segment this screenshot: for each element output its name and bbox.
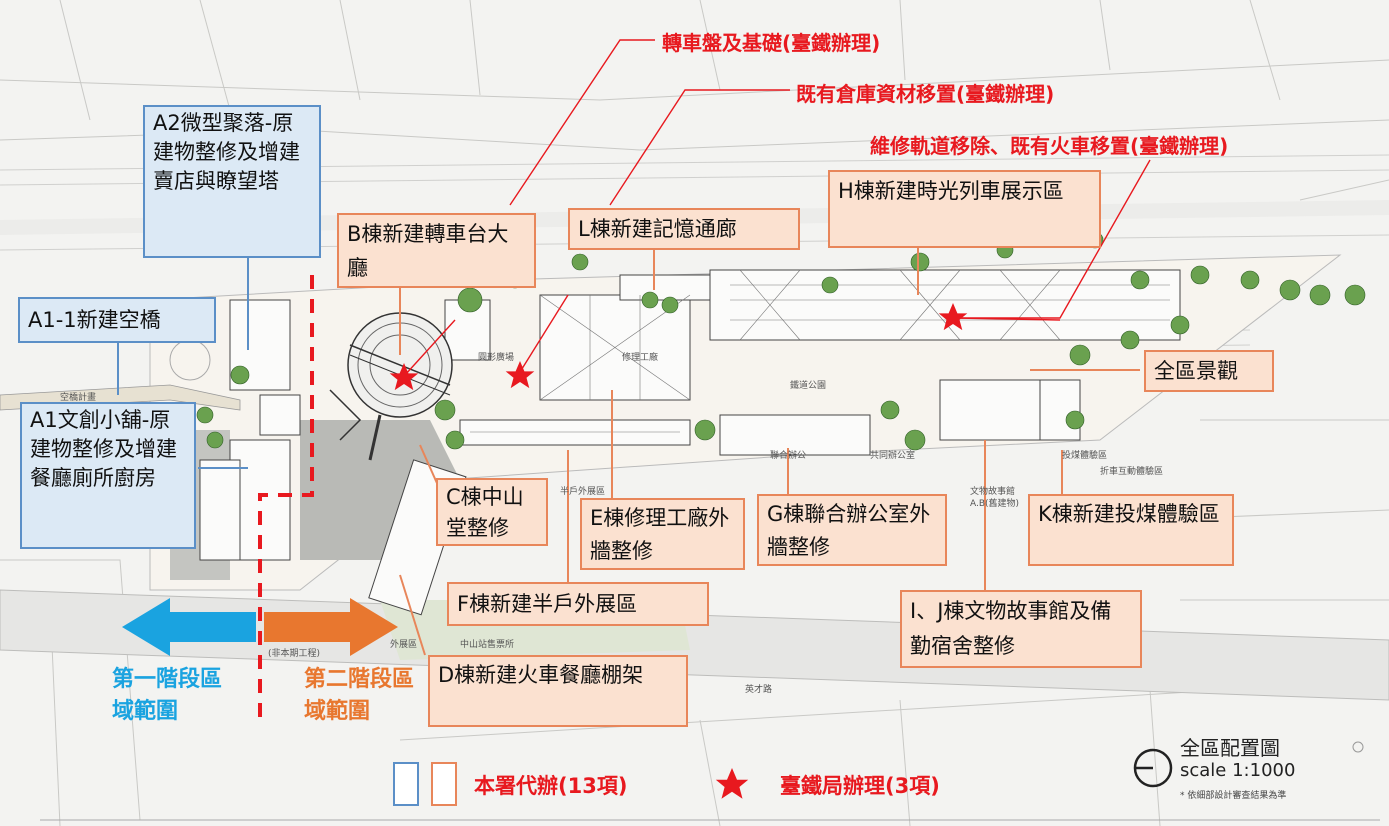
scale-value: scale 1:1000: [1180, 760, 1296, 781]
scale-title: 全區配置圖: [1180, 736, 1280, 760]
map-text-outdoor-area: 外展區: [390, 640, 418, 650]
label-warehouse-tra: 既有倉庫資材移置(臺鐵辦理): [796, 82, 1055, 106]
map-text-joint-office: 共同辦公室: [870, 451, 916, 461]
legend-star-icon: [715, 768, 749, 799]
legend-blue-square: [393, 762, 419, 806]
legend-agency-label: 本署代辦(13項): [474, 774, 628, 798]
blue-leader-lines: [117, 258, 249, 469]
star-track-icon: [938, 303, 968, 331]
map-text-skybridge: 空橋計畫: [60, 393, 97, 403]
orange-leader-lines: [399, 248, 1140, 656]
box-a1-creative-shop: A1文創小舖-原建物整修及增建餐廳廁所廚房: [20, 402, 196, 549]
box-k-coal-experience: K棟新建投煤體驗區: [1028, 494, 1234, 566]
map-text-not-this-phase: (非本期工程): [268, 649, 321, 659]
box-b-turntable-hall: B棟新建轉車台大廳: [337, 213, 536, 288]
map-text-half-outdoor: 半戶外展區: [560, 487, 606, 497]
buildings: [199, 269, 1181, 616]
star-warehouse-icon: [505, 361, 535, 389]
box-e-repair-factory: E棟修理工廠外牆整修: [580, 498, 745, 570]
map-text-repair-shop: 修理工廠: [622, 353, 659, 363]
box-h-time-train: H棟新建時光列車展示區: [828, 170, 1101, 248]
box-l-memory-corridor: L棟新建記憶通廊: [568, 208, 800, 250]
building-hatching: [470, 269, 1170, 433]
box-landscape: 全區景觀: [1144, 350, 1274, 392]
tra-stars: [389, 303, 968, 799]
stage2-arrow: [264, 598, 398, 656]
box-a1-1-skybridge: A1-1新建空橋: [18, 297, 216, 343]
scale-note: * 依細部設計審查結果為準: [1180, 791, 1287, 801]
phase-boundary-line: [258, 275, 314, 725]
legend-tra-label: 臺鐵局辦理(3項): [780, 774, 940, 798]
label-turntable-tra: 轉車盤及基礎(臺鐵辦理): [662, 31, 881, 55]
stage2-label: 第二階段區域範圍: [304, 667, 415, 724]
box-d-train-restaurant: D棟新建火車餐廳棚架: [428, 655, 688, 727]
star-turntable-icon: [389, 363, 419, 391]
copyright-icon: [1352, 741, 1364, 753]
box-f-half-outdoor: F棟新建半戶外展區: [447, 582, 709, 626]
map-text-round-court: 圓形廣場: [478, 353, 515, 363]
box-a2-micro-settlement: A2微型聚落-原建物整修及增建賣店與瞭望塔: [143, 105, 321, 258]
map-text-quarters: 折車互動體驗區: [1100, 467, 1164, 477]
map-text-rail-park: 鐵道公園: [790, 381, 827, 391]
box-ij-story-museum: I、J棟文物故事館及備勤宿舍整修: [900, 590, 1142, 668]
map-text-ticket-office: 中山站售票所: [460, 640, 515, 650]
stage1-arrow: [122, 598, 256, 656]
map-text-yingcai-road: 英才路: [745, 685, 773, 695]
box-c-zhongshan-hall: C棟中山堂整修: [436, 478, 548, 546]
map-text-office: 聯合辦公: [770, 451, 807, 461]
box-g-joint-office: G棟聯合辦公室外牆整修: [757, 494, 947, 566]
map-text-ab-bldg: A.B(舊建物): [970, 499, 1020, 509]
legend-orange-square: [431, 762, 457, 806]
map-text-story-hall: 文物故事館: [970, 487, 1016, 497]
red-leader-lines: [404, 39, 1151, 376]
label-track-tra: 維修軌道移除、既有火車移置(臺鐵辦理): [870, 134, 1229, 158]
stage1-label: 第一階段區域範圍: [112, 667, 223, 724]
north-compass-icon: [1133, 748, 1173, 788]
turntable: [329, 312, 453, 461]
map-text-coal-area: 投煤體驗區: [1062, 451, 1108, 461]
